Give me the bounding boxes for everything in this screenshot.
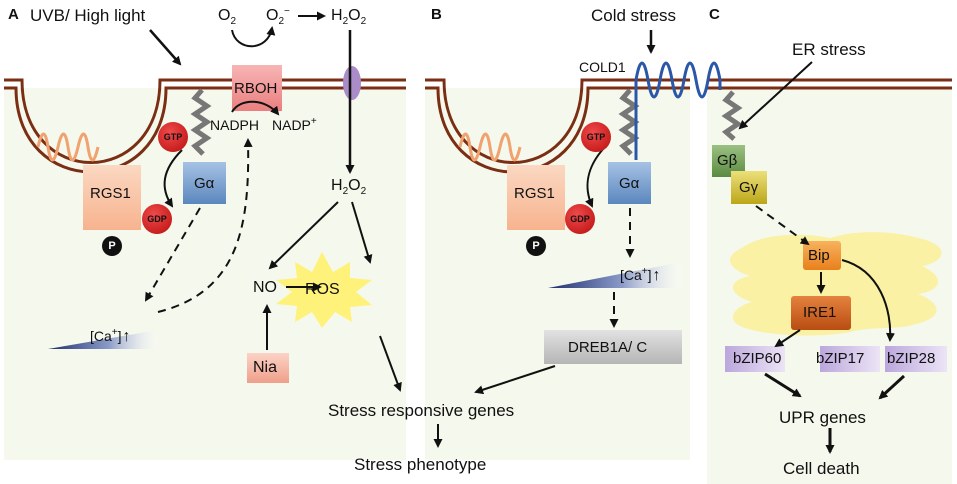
ire1-label: IRE1 bbox=[803, 304, 837, 321]
panel-letter-a: A bbox=[8, 6, 19, 23]
arrow-h2o2-no bbox=[268, 201, 339, 270]
arrow-gtp-gdp-b bbox=[585, 147, 605, 208]
no-label: NO bbox=[253, 279, 277, 296]
ros-star bbox=[276, 252, 372, 328]
arrow-ire1-bzip60 bbox=[774, 329, 801, 348]
ca-label-a: [Ca+]↑ bbox=[90, 327, 131, 345]
rgs1-label-a: RGS1 bbox=[90, 185, 131, 202]
bzip60-label: bZIP60 bbox=[733, 350, 782, 367]
ggamma-label: Gγ bbox=[739, 179, 759, 196]
ca-label-b: [Ca+]↑ bbox=[620, 266, 661, 284]
arrow-h2o2-ros bbox=[351, 201, 373, 264]
cold-stress-label: Cold stress bbox=[591, 6, 677, 25]
h2o2-mid-label: H2O2 bbox=[331, 177, 367, 197]
ire1-box bbox=[791, 296, 851, 330]
galpha-box-b bbox=[608, 162, 651, 204]
phospho-a: P bbox=[102, 236, 122, 256]
h2o2-top-label: H2O2 bbox=[331, 7, 367, 27]
rgs1-box-a bbox=[83, 165, 141, 230]
bip-label: Bip bbox=[808, 247, 830, 264]
rgs1-label-b: RGS1 bbox=[514, 185, 555, 202]
arrow-er bbox=[738, 61, 813, 130]
nia-label: Nia bbox=[253, 359, 278, 376]
arrow-dreb-genes bbox=[474, 365, 556, 395]
er-blob bbox=[730, 232, 942, 336]
arrow-galpha-ca bbox=[144, 207, 201, 302]
arrow-ggamma-bip bbox=[755, 205, 810, 246]
ca-gradient-b bbox=[548, 262, 682, 288]
dreb-box bbox=[544, 330, 682, 364]
bzip17-label: bZIP17 bbox=[816, 350, 865, 367]
galpha-box-a bbox=[183, 162, 226, 204]
gbeta-anchor bbox=[721, 90, 743, 141]
gtp-b: GTP bbox=[581, 122, 611, 152]
o2-label: O2 bbox=[218, 7, 237, 27]
cell-death-label: Cell death bbox=[783, 459, 860, 478]
arrow-ros-genes bbox=[379, 335, 402, 392]
upr-genes-label: UPR genes bbox=[779, 408, 866, 427]
bzip17-box bbox=[820, 346, 880, 372]
galpha-label-a: Gα bbox=[194, 175, 215, 192]
nia-box bbox=[247, 353, 289, 383]
arrow-nadph bbox=[231, 100, 280, 116]
rboh-label: RBOH bbox=[234, 80, 278, 97]
arrow-bip-bzip28 bbox=[841, 259, 895, 342]
arrow-o2 bbox=[231, 26, 276, 48]
er-stress-label: ER stress bbox=[792, 40, 866, 59]
ros-label: ROS bbox=[305, 281, 340, 298]
rgs1-coil-b bbox=[458, 132, 522, 162]
phospho-b: P bbox=[526, 236, 546, 256]
stress-responsive-genes: Stress responsive genes bbox=[328, 401, 515, 420]
panel-letter-b: B bbox=[431, 6, 442, 23]
stress-phenotype: Stress phenotype bbox=[354, 455, 487, 474]
ggamma-box bbox=[731, 171, 767, 204]
arrows bbox=[144, 11, 906, 454]
arrow-uvb bbox=[149, 29, 182, 66]
gtp-a: GTP bbox=[158, 122, 188, 152]
bzip28-label: bZIP28 bbox=[887, 350, 936, 367]
rgs1-box-b bbox=[507, 165, 565, 230]
dreb-label: DREB1A/ C bbox=[568, 339, 648, 356]
membrane-c bbox=[707, 78, 952, 90]
bip-box bbox=[803, 241, 841, 270]
arrow-ca-nadph bbox=[157, 138, 253, 313]
panel-letter-c: C bbox=[709, 6, 720, 23]
uvb-label: UVB/ High light bbox=[30, 6, 146, 25]
ca-gradient-a bbox=[48, 330, 158, 349]
nadp-label: NADP+ bbox=[272, 116, 317, 133]
rgs1-coil-a bbox=[36, 132, 100, 162]
bzip28-box bbox=[885, 346, 947, 372]
bzip60-box bbox=[725, 346, 785, 372]
arrow-gtp-gdp-a bbox=[163, 149, 183, 208]
channel bbox=[343, 66, 361, 100]
superoxide-label: O2− bbox=[266, 6, 290, 27]
gdp-b: GDP bbox=[565, 204, 595, 234]
galpha-anchor-a bbox=[190, 88, 212, 156]
cold1-label: COLD1 bbox=[579, 59, 626, 75]
galpha-label-b: Gα bbox=[619, 175, 640, 192]
cold1-coil bbox=[634, 61, 722, 160]
gbeta-label: Gβ bbox=[717, 152, 738, 169]
nadph-label: NADPH bbox=[210, 117, 260, 133]
gdp-a: GDP bbox=[142, 204, 172, 234]
arrow-bzip28-upr bbox=[878, 374, 906, 400]
arrow-bzip60-upr bbox=[764, 372, 802, 398]
